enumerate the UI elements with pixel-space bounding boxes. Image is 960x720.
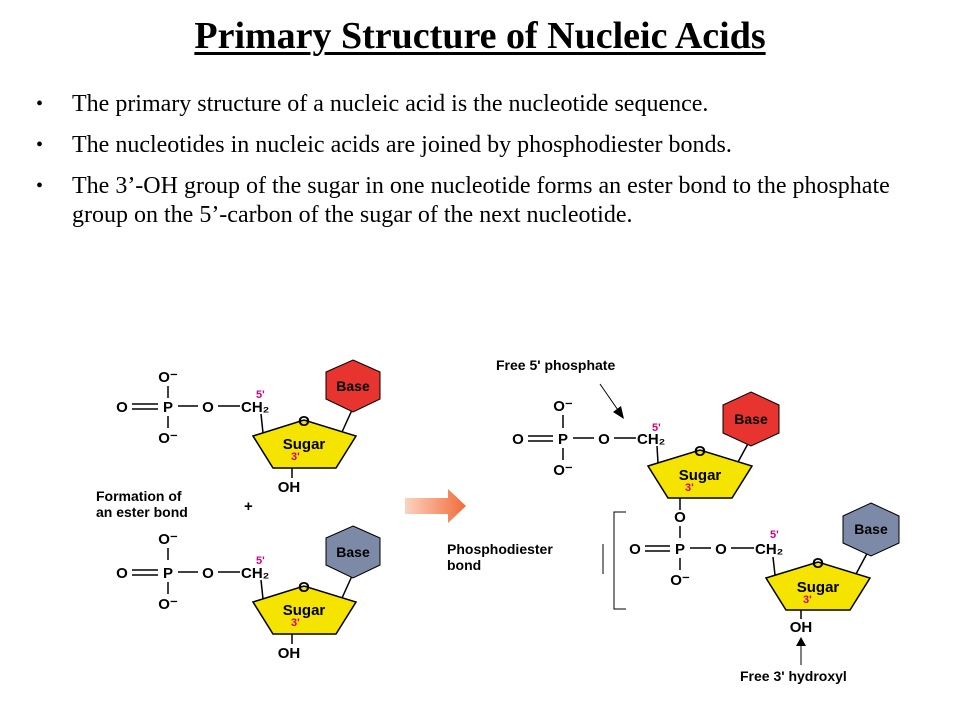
ch2-group: CH₂ [241, 565, 269, 582]
bridge-oxygen: O [674, 509, 686, 526]
bracket [613, 511, 626, 610]
bullet-dot: • [36, 93, 44, 115]
bullet-text: The 3’-OH group of the sugar in one nucl… [72, 173, 890, 228]
page-title: Primary Structure of Nucleic Acids [194, 15, 766, 57]
o-minus-top: O⁻ [553, 398, 573, 415]
base-label: Base [854, 521, 888, 537]
free-phosphate-label: Free 5' phosphate [496, 357, 615, 373]
hydroxyl-group: OH [278, 479, 301, 496]
phosphodiester-label-line2: bond [447, 557, 481, 573]
o-minus-bottom: O⁻ [553, 462, 573, 479]
oxygen-ester: O [202, 565, 214, 582]
reaction-arrow [405, 489, 466, 523]
bullet-text: The nucleotides in nucleic acids are joi… [72, 132, 732, 158]
bond-line [341, 575, 353, 599]
o-minus-top: O⁻ [158, 531, 178, 548]
bullet-item: • The 3’-OH group of the sugar in one nuc… [30, 172, 932, 230]
phosphorus: P [163, 399, 173, 416]
oxygen-double: O [512, 431, 524, 448]
base-hexagon [325, 359, 381, 413]
oxygen-double: O [116, 565, 128, 582]
free-hydroxyl-label: Free 3' hydroxyl [740, 668, 847, 684]
nucleotide-bottom-left: O⁻ O P O CH₂ O⁻ 5' O Sugar 3' OH Base [116, 525, 381, 662]
ch2-group: CH₂ [241, 399, 269, 416]
sugar-label: Sugar [797, 579, 840, 596]
base-hexagon [722, 391, 780, 447]
bond-line [260, 579, 264, 600]
sugar-label: Sugar [283, 436, 326, 453]
bullet-dot: • [36, 175, 44, 197]
sugar-ring [251, 419, 358, 469]
o-minus-top: O⁻ [158, 369, 178, 386]
ring-oxygen: O [298, 579, 310, 596]
phosphorus: P [163, 565, 173, 582]
base-hexagon [325, 525, 381, 579]
five-prime-label: 5' [652, 422, 661, 434]
pointer-arrow [599, 383, 621, 414]
base-label: Base [734, 411, 768, 427]
formation-label-line1: Formation of [96, 488, 182, 504]
three-prime-label: 3' [291, 617, 300, 629]
hydroxyl-group: OH [790, 619, 813, 636]
phosphorus: P [675, 541, 685, 558]
bullet-item: • The primary structure of a nucleic acid… [30, 90, 930, 119]
pointer-arrowhead [613, 406, 624, 419]
base-label: Base [336, 378, 370, 394]
base-hexagon [842, 502, 900, 557]
bullet-dot: • [36, 134, 44, 156]
ring-oxygen: O [694, 443, 706, 460]
five-prime-label: 5' [256, 555, 265, 567]
bond-line [656, 445, 659, 464]
bond-line [772, 556, 776, 576]
oxygen-double: O [116, 399, 128, 416]
formation-label-line2: an ester bond [96, 504, 188, 520]
bullet-item: • The nucleotides in nucleic acids are jo… [30, 131, 892, 160]
ch2-group: CH₂ [755, 541, 783, 558]
oxygen-double: O [629, 541, 641, 558]
base-label: Base [336, 544, 370, 560]
phosphodiester-linkage: O O P O CH₂ O⁻ [602, 509, 783, 610]
three-prime-label: 3' [291, 451, 300, 463]
bullet-text: The primary structure of a nucleic acid … [72, 91, 709, 117]
nucleotide-bottom-right: 5' O Sugar 3' OH Base [764, 502, 900, 636]
hydroxyl-group: OH [278, 645, 301, 662]
pointer-arrowhead [796, 637, 806, 646]
o-minus-bottom: O⁻ [158, 430, 178, 447]
three-prime-label: 3' [803, 594, 812, 606]
sugar-label: Sugar [679, 467, 722, 484]
o-minus-bottom: O⁻ [670, 572, 690, 589]
oxygen-ester: O [715, 541, 727, 558]
bullet-list: • The primary structure of a nucleic acid… [30, 90, 930, 242]
oxygen-ester: O [202, 399, 214, 416]
nucleotide-top-right: O⁻ O P O CH₂ O⁻ 5' O Sugar 3' Base [512, 391, 780, 510]
phosphodiester-label-line1: Phosphodiester [447, 541, 553, 557]
ch2-group: CH₂ [637, 431, 665, 448]
phosphorus: P [558, 431, 568, 448]
nucleotide-top-left: O⁻ O P O CH₂ O⁻ 5' O Sugar 3' OH Base [116, 359, 381, 496]
five-prime-label: 5' [770, 529, 779, 541]
bond-line [260, 413, 264, 434]
o-minus-bottom: O⁻ [158, 596, 178, 613]
plus-sign: + [244, 498, 253, 515]
sugar-ring [646, 449, 754, 499]
sugar-ring [764, 561, 872, 611]
ring-oxygen: O [298, 413, 310, 430]
sugar-label: Sugar [283, 602, 326, 619]
five-prime-label: 5' [256, 389, 265, 401]
bond-line [341, 409, 353, 433]
three-prime-label: 3' [685, 482, 694, 494]
sugar-ring [251, 585, 358, 635]
oxygen-ester: O [598, 431, 610, 448]
ring-oxygen: O [812, 555, 824, 572]
